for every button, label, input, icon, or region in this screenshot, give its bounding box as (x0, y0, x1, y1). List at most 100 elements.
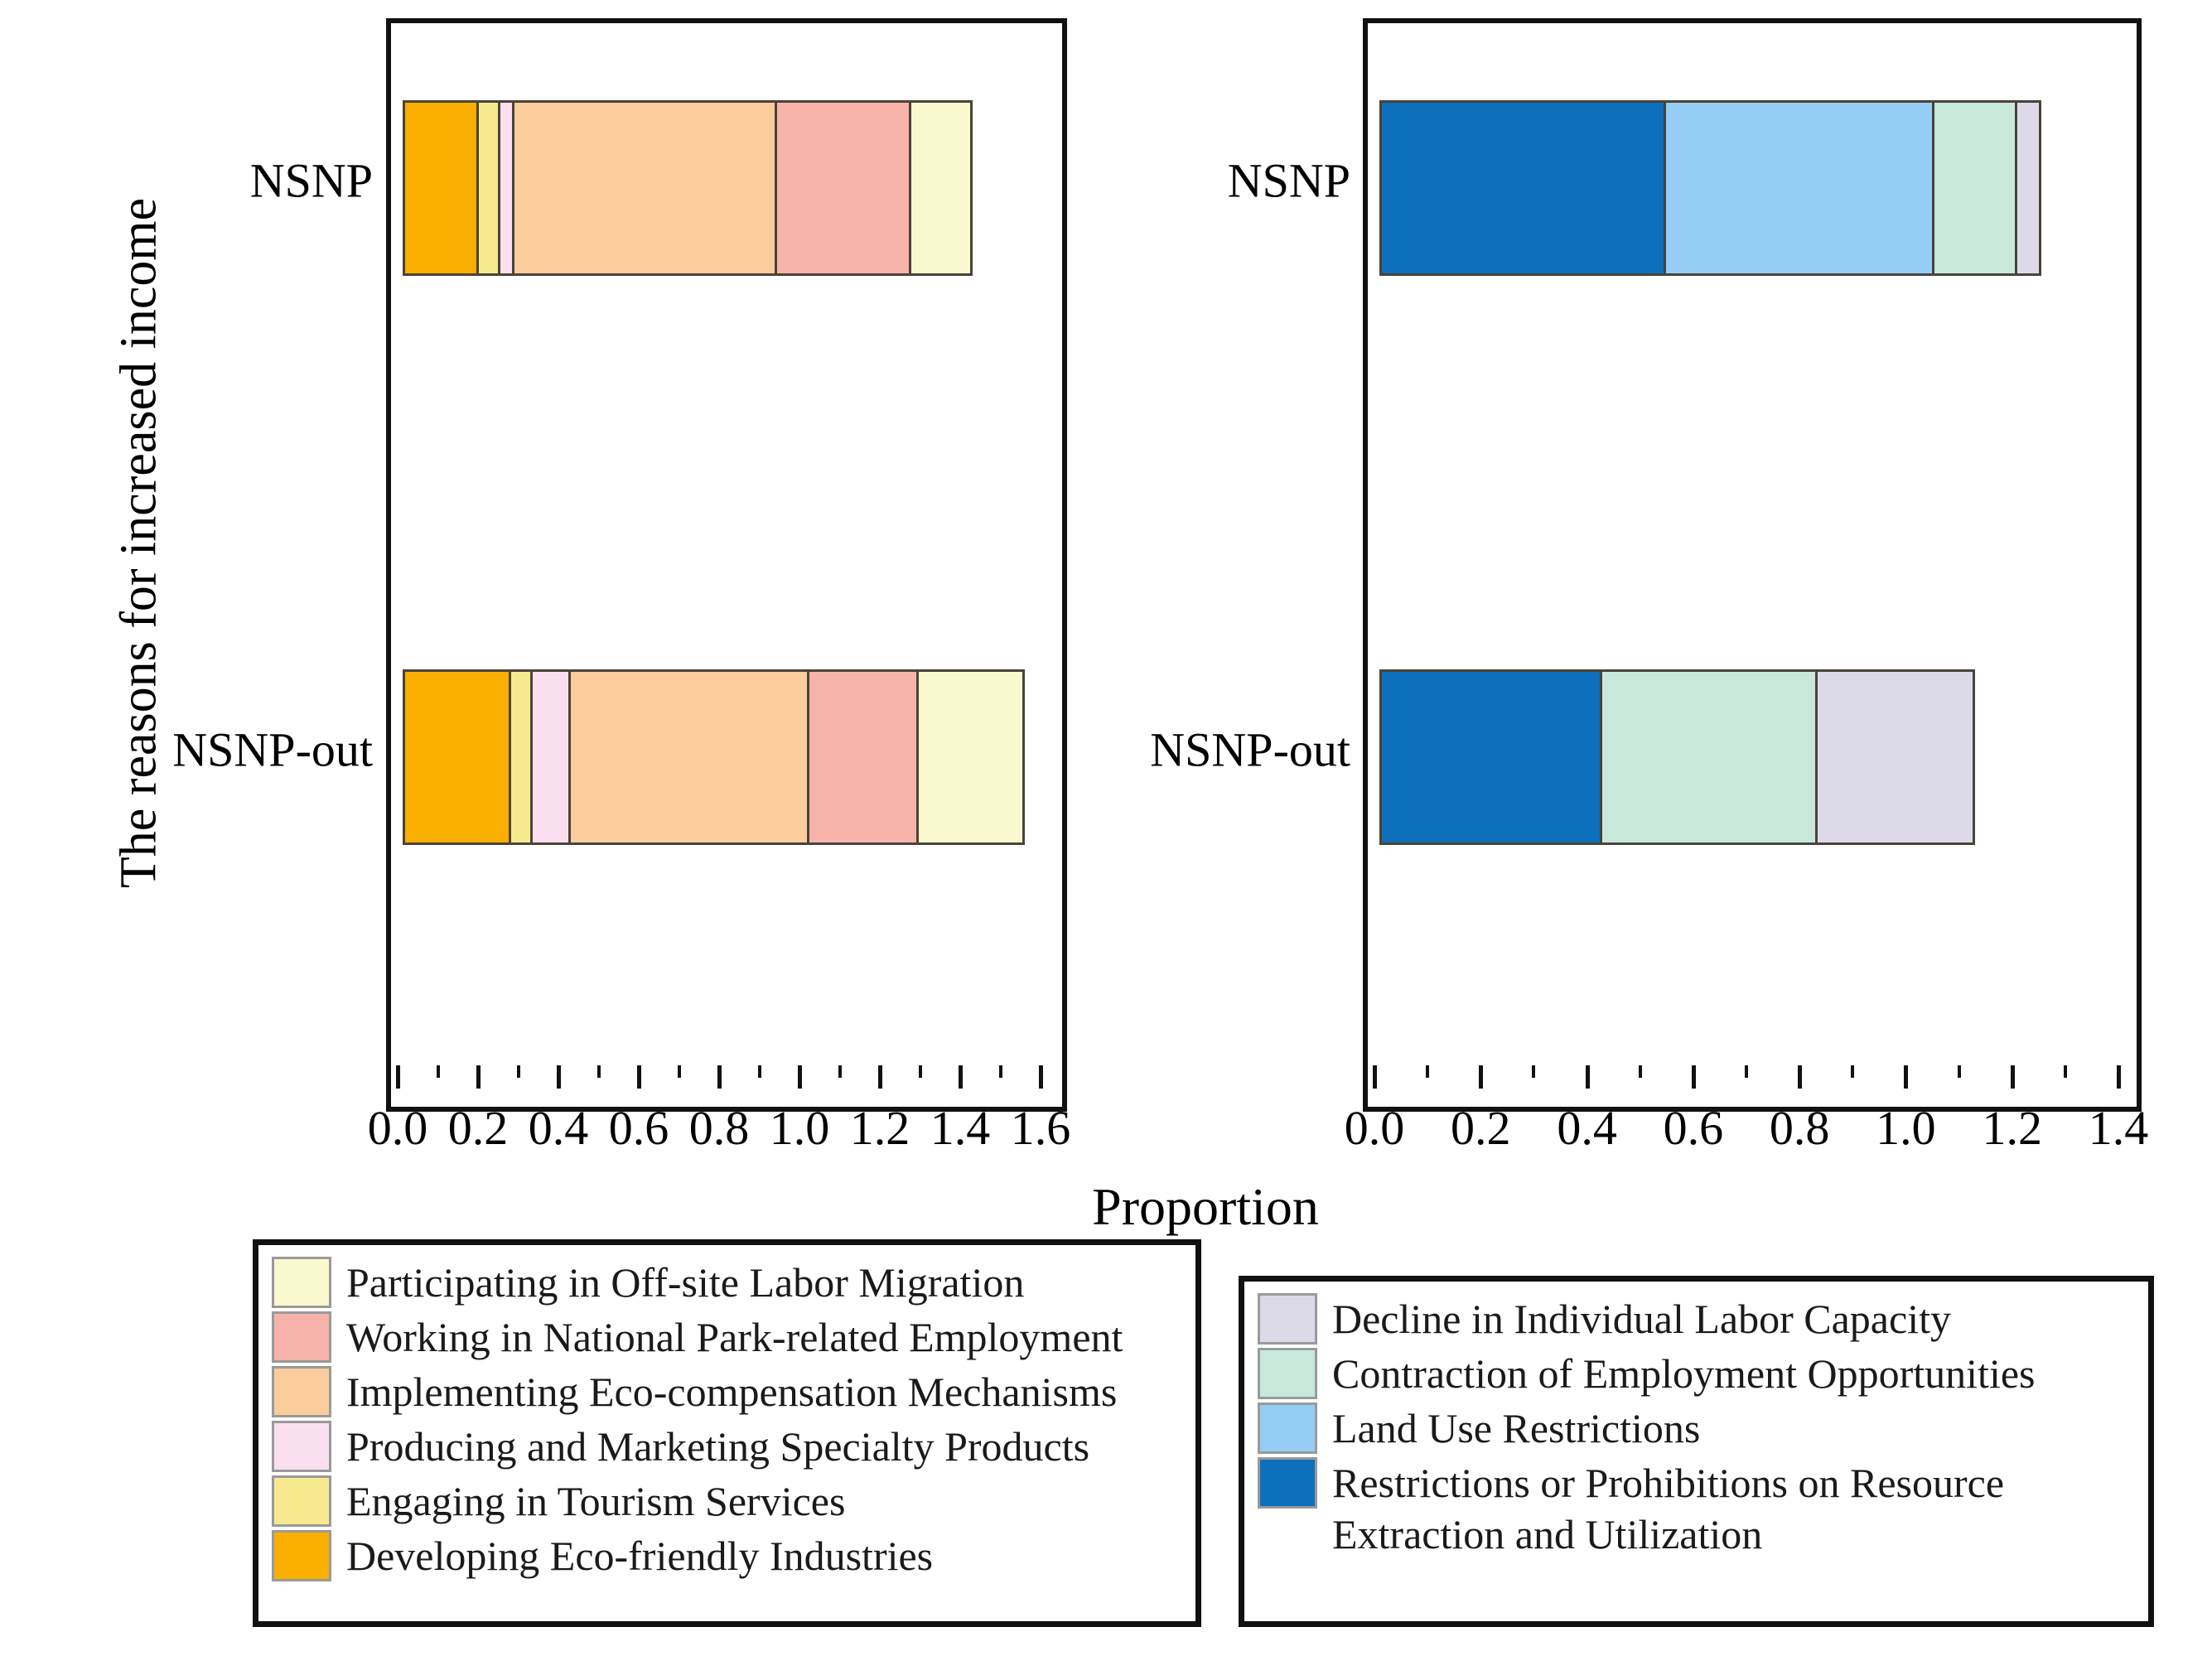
bar-segment (774, 100, 911, 276)
legend-item[interactable]: Participating in Off-site Labor Migratio… (272, 1257, 1181, 1311)
bar-segment (1379, 100, 1667, 276)
legend-item[interactable]: Engaging in Tourism Services (272, 1475, 1181, 1530)
axis-tick (557, 1065, 561, 1089)
right-plot-area (1368, 23, 2137, 1107)
bar-segment (2015, 100, 2042, 276)
legend-swatch-icon (272, 1366, 331, 1417)
right-category-label-nsnp: NSNP (1227, 153, 1350, 208)
legend-item[interactable]: Land Use Restrictions (1258, 1403, 2133, 1457)
axis-tick (2010, 1065, 2015, 1089)
axis-minor-tick (596, 1065, 601, 1078)
axis-tick-label: 1.2 (849, 1101, 910, 1155)
bar-segment (508, 669, 534, 845)
axis-tick-label: 1.4 (930, 1101, 991, 1155)
axis-tick-label: 1.6 (1010, 1101, 1071, 1155)
bar-segment (1815, 669, 1975, 845)
legend-item[interactable]: Contraction of Employment Opportunities (1258, 1348, 2133, 1403)
axis-tick-label: 1.2 (1982, 1101, 2042, 1155)
axis-tick (717, 1065, 722, 1089)
y-axis-title: The reasons for increased income (110, 197, 167, 889)
axis-tick-label: 0.4 (1557, 1101, 1617, 1155)
bar-segment (530, 669, 571, 845)
stacked-bar (403, 669, 1026, 845)
bar-segment (1600, 669, 1818, 845)
axis-tick (878, 1065, 882, 1089)
axis-minor-tick (2063, 1065, 2067, 1078)
legend-swatch-icon (272, 1421, 331, 1472)
legend-swatch-icon (1258, 1403, 1317, 1454)
axis-minor-tick (436, 1065, 440, 1078)
legend-swatch-icon (1258, 1348, 1317, 1399)
stacked-bar (1379, 100, 2042, 276)
legend-item[interactable]: Decline in Individual Labor Capacity (1258, 1293, 2133, 1348)
right-category-label-nsnp-out: NSNP-out (1150, 722, 1350, 777)
axis-minor-tick (1851, 1065, 1855, 1078)
legend-item-label: Land Use Restrictions (1332, 1405, 1701, 1451)
axis-tick-label: 1.4 (2088, 1101, 2149, 1155)
legend-item[interactable]: Producing and Marketing Specialty Produc… (272, 1421, 1181, 1475)
legend-item-continuation: Extraction and Utilization (1258, 1509, 2133, 1560)
axis-tick (1479, 1065, 1484, 1089)
axis-tick-label: 1.0 (1876, 1101, 1936, 1155)
legend-item[interactable]: Implementing Eco-compensation Mechanisms (272, 1366, 1181, 1421)
axis-tick (2117, 1065, 2121, 1089)
left-plot-area (391, 23, 1062, 1107)
bar-segment (806, 669, 920, 845)
legend-item-label: Developing Eco-friendly Industries (346, 1533, 934, 1579)
axis-tick-label: 0.0 (367, 1101, 428, 1155)
axis-tick (1798, 1065, 1803, 1089)
axis-tick-label: 0.0 (1344, 1101, 1405, 1155)
bar-segment (1932, 100, 2018, 276)
axis-minor-tick (918, 1065, 922, 1078)
axis-minor-tick (1957, 1065, 1961, 1078)
axis-tick (1039, 1065, 1043, 1089)
axis-tick (798, 1065, 802, 1089)
left-legend: Participating in Off-site Labor Migratio… (253, 1239, 1201, 1627)
left-category-label-nsnp-out: NSNP-out (172, 722, 373, 777)
axis-minor-tick (1638, 1065, 1642, 1078)
axis-tick (1691, 1065, 1696, 1089)
axis-tick (1373, 1065, 1377, 1089)
axis-tick (1585, 1065, 1590, 1089)
legend-item-label-line2: Extraction and Utilization (1332, 1511, 1763, 1557)
bar-segment (403, 669, 511, 845)
axis-tick-label: 1.0 (769, 1101, 830, 1155)
left-category-label-nsnp: NSNP (249, 153, 373, 208)
legend-item-label: Producing and Marketing Specialty Produc… (346, 1423, 1090, 1470)
axis-tick-label: 0.8 (1769, 1101, 1830, 1155)
axis-tick-label: 0.8 (688, 1101, 750, 1155)
axis-minor-tick (1745, 1065, 1748, 1078)
axis-tick (396, 1065, 400, 1089)
legend-swatch-icon (1258, 1457, 1317, 1509)
legend-swatch-icon (1258, 1293, 1317, 1345)
axis-tick-label: 0.2 (1451, 1101, 1511, 1155)
axis-minor-tick (1426, 1065, 1430, 1078)
legend-swatch-icon (272, 1530, 331, 1581)
axis-tick-label: 0.4 (528, 1101, 589, 1155)
legend-item-label: Engaging in Tourism Services (346, 1478, 846, 1524)
axis-tick (476, 1065, 481, 1089)
legend-item-label: Restrictions or Prohibitions on Resource (1332, 1460, 2005, 1506)
axis-tick-label: 0.6 (608, 1101, 669, 1155)
axis-minor-tick (838, 1065, 842, 1078)
legend-swatch-icon (272, 1311, 331, 1363)
right-legend: Decline in Individual Labor Capacity Con… (1239, 1276, 2154, 1627)
axis-tick (637, 1065, 641, 1089)
legend-item-label: Participating in Off-site Labor Migratio… (346, 1259, 1025, 1306)
legend-item[interactable]: Restrictions or Prohibitions on Resource (1258, 1457, 2133, 1509)
right-chart-panel (1363, 18, 2142, 1112)
stacked-bar (1379, 669, 1975, 845)
bar-segment (567, 669, 809, 845)
axis-tick (1904, 1065, 1909, 1089)
axis-minor-tick (677, 1065, 681, 1078)
legend-swatch-icon (272, 1475, 331, 1527)
bar-segment (403, 100, 480, 276)
axis-tick (959, 1065, 963, 1089)
legend-item[interactable]: Developing Eco-friendly Industries (272, 1530, 1181, 1585)
bar-segment (1664, 100, 1935, 276)
legend-item[interactable]: Working in National Park-related Employm… (272, 1311, 1181, 1366)
axis-minor-tick (757, 1065, 761, 1078)
bar-segment (476, 100, 501, 276)
bar-segment (908, 100, 973, 276)
